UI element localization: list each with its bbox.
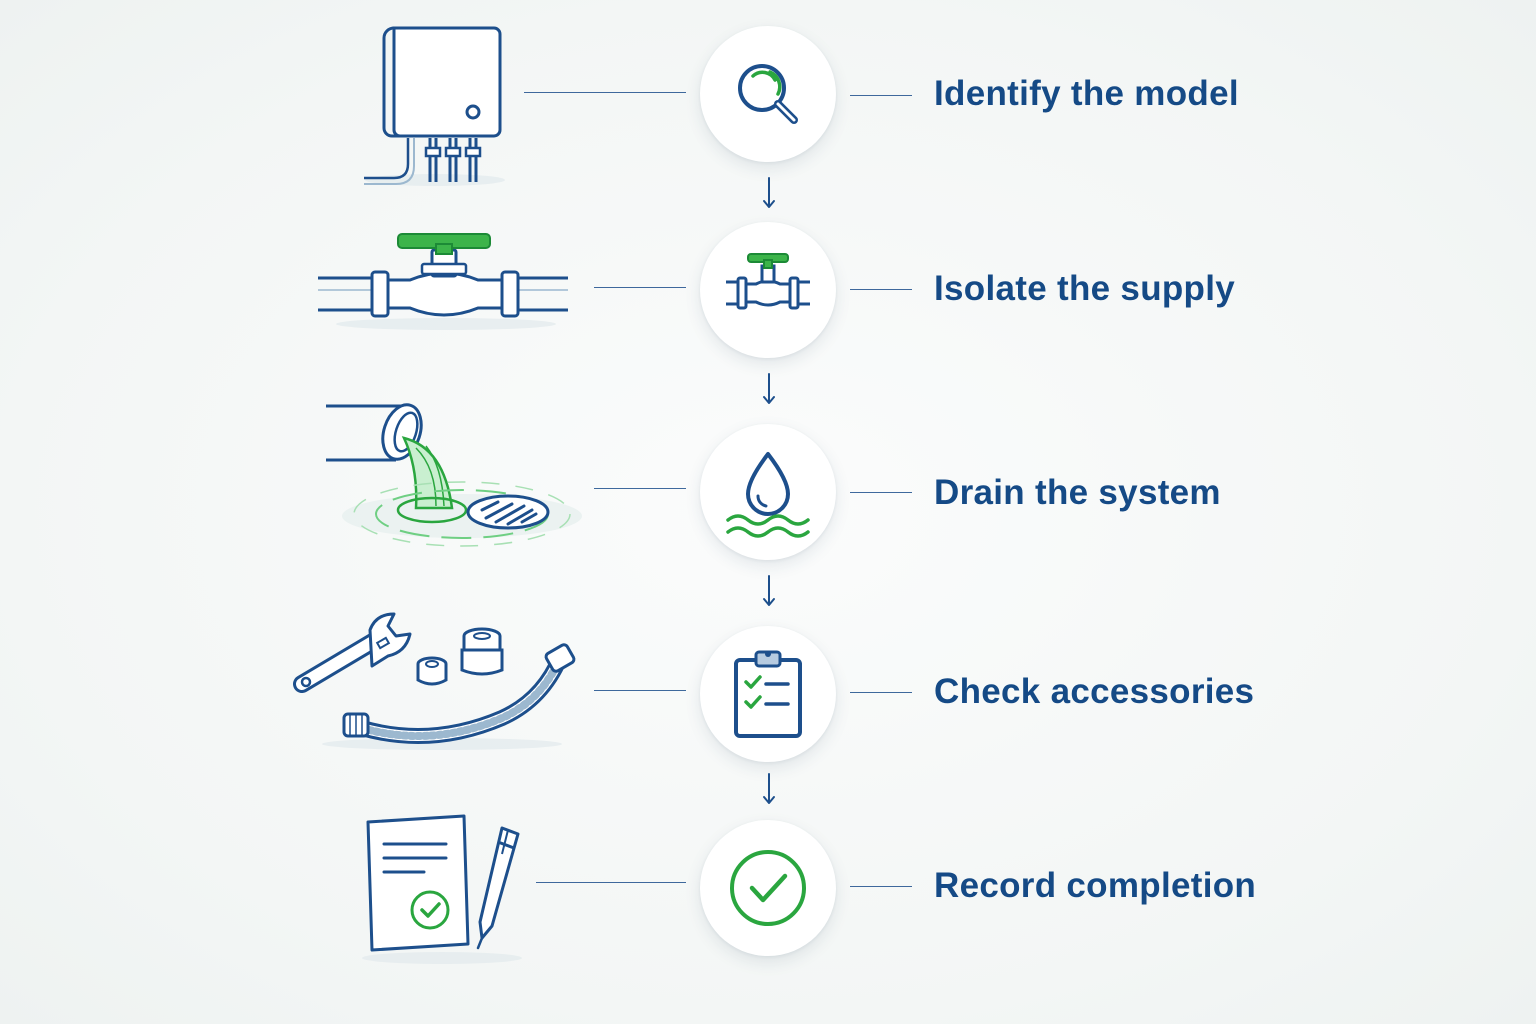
connector-line [850, 289, 912, 290]
connector-line [536, 882, 686, 883]
down-arrow-icon [763, 177, 775, 208]
check-circle-icon [730, 850, 806, 926]
step-label-isolate: Isolate the supply [934, 269, 1236, 308]
connector-line [594, 690, 686, 691]
connector-line [524, 92, 686, 93]
connector-line [850, 886, 912, 887]
step-circle-record [700, 820, 836, 956]
step-circle-isolate [700, 222, 836, 358]
pipe-valve-icon [318, 233, 568, 330]
hose-icon [342, 643, 576, 744]
wrench-icon [293, 612, 412, 693]
tools-icon [293, 612, 576, 750]
step-circle-check [700, 626, 836, 762]
water-heater-icon [364, 26, 505, 186]
connector-line [850, 95, 912, 96]
valve-icon [726, 253, 810, 310]
pen-icon [476, 826, 520, 950]
step-circle-identify [700, 26, 836, 162]
down-arrow-icon [763, 575, 775, 606]
fitting-icon [416, 627, 504, 686]
step-circle-drain [700, 424, 836, 560]
step-label-check: Check accessories [934, 672, 1255, 711]
connector-line [850, 492, 912, 493]
connector-line [594, 488, 686, 489]
down-arrow-icon [763, 773, 775, 804]
down-arrow-icon [763, 373, 775, 404]
step-label-record: Record completion [934, 866, 1257, 905]
draining-pipe-icon [326, 403, 582, 547]
clipboard-checklist-icon [734, 650, 802, 738]
water-drop-icon [726, 452, 810, 538]
connector-line [594, 287, 686, 288]
connector-line [850, 692, 912, 693]
signed-document-icon [362, 814, 522, 964]
step-label-identify: Identify the model [934, 74, 1239, 113]
step-label-drain: Drain the system [934, 473, 1221, 512]
magnifier-icon [738, 64, 798, 124]
